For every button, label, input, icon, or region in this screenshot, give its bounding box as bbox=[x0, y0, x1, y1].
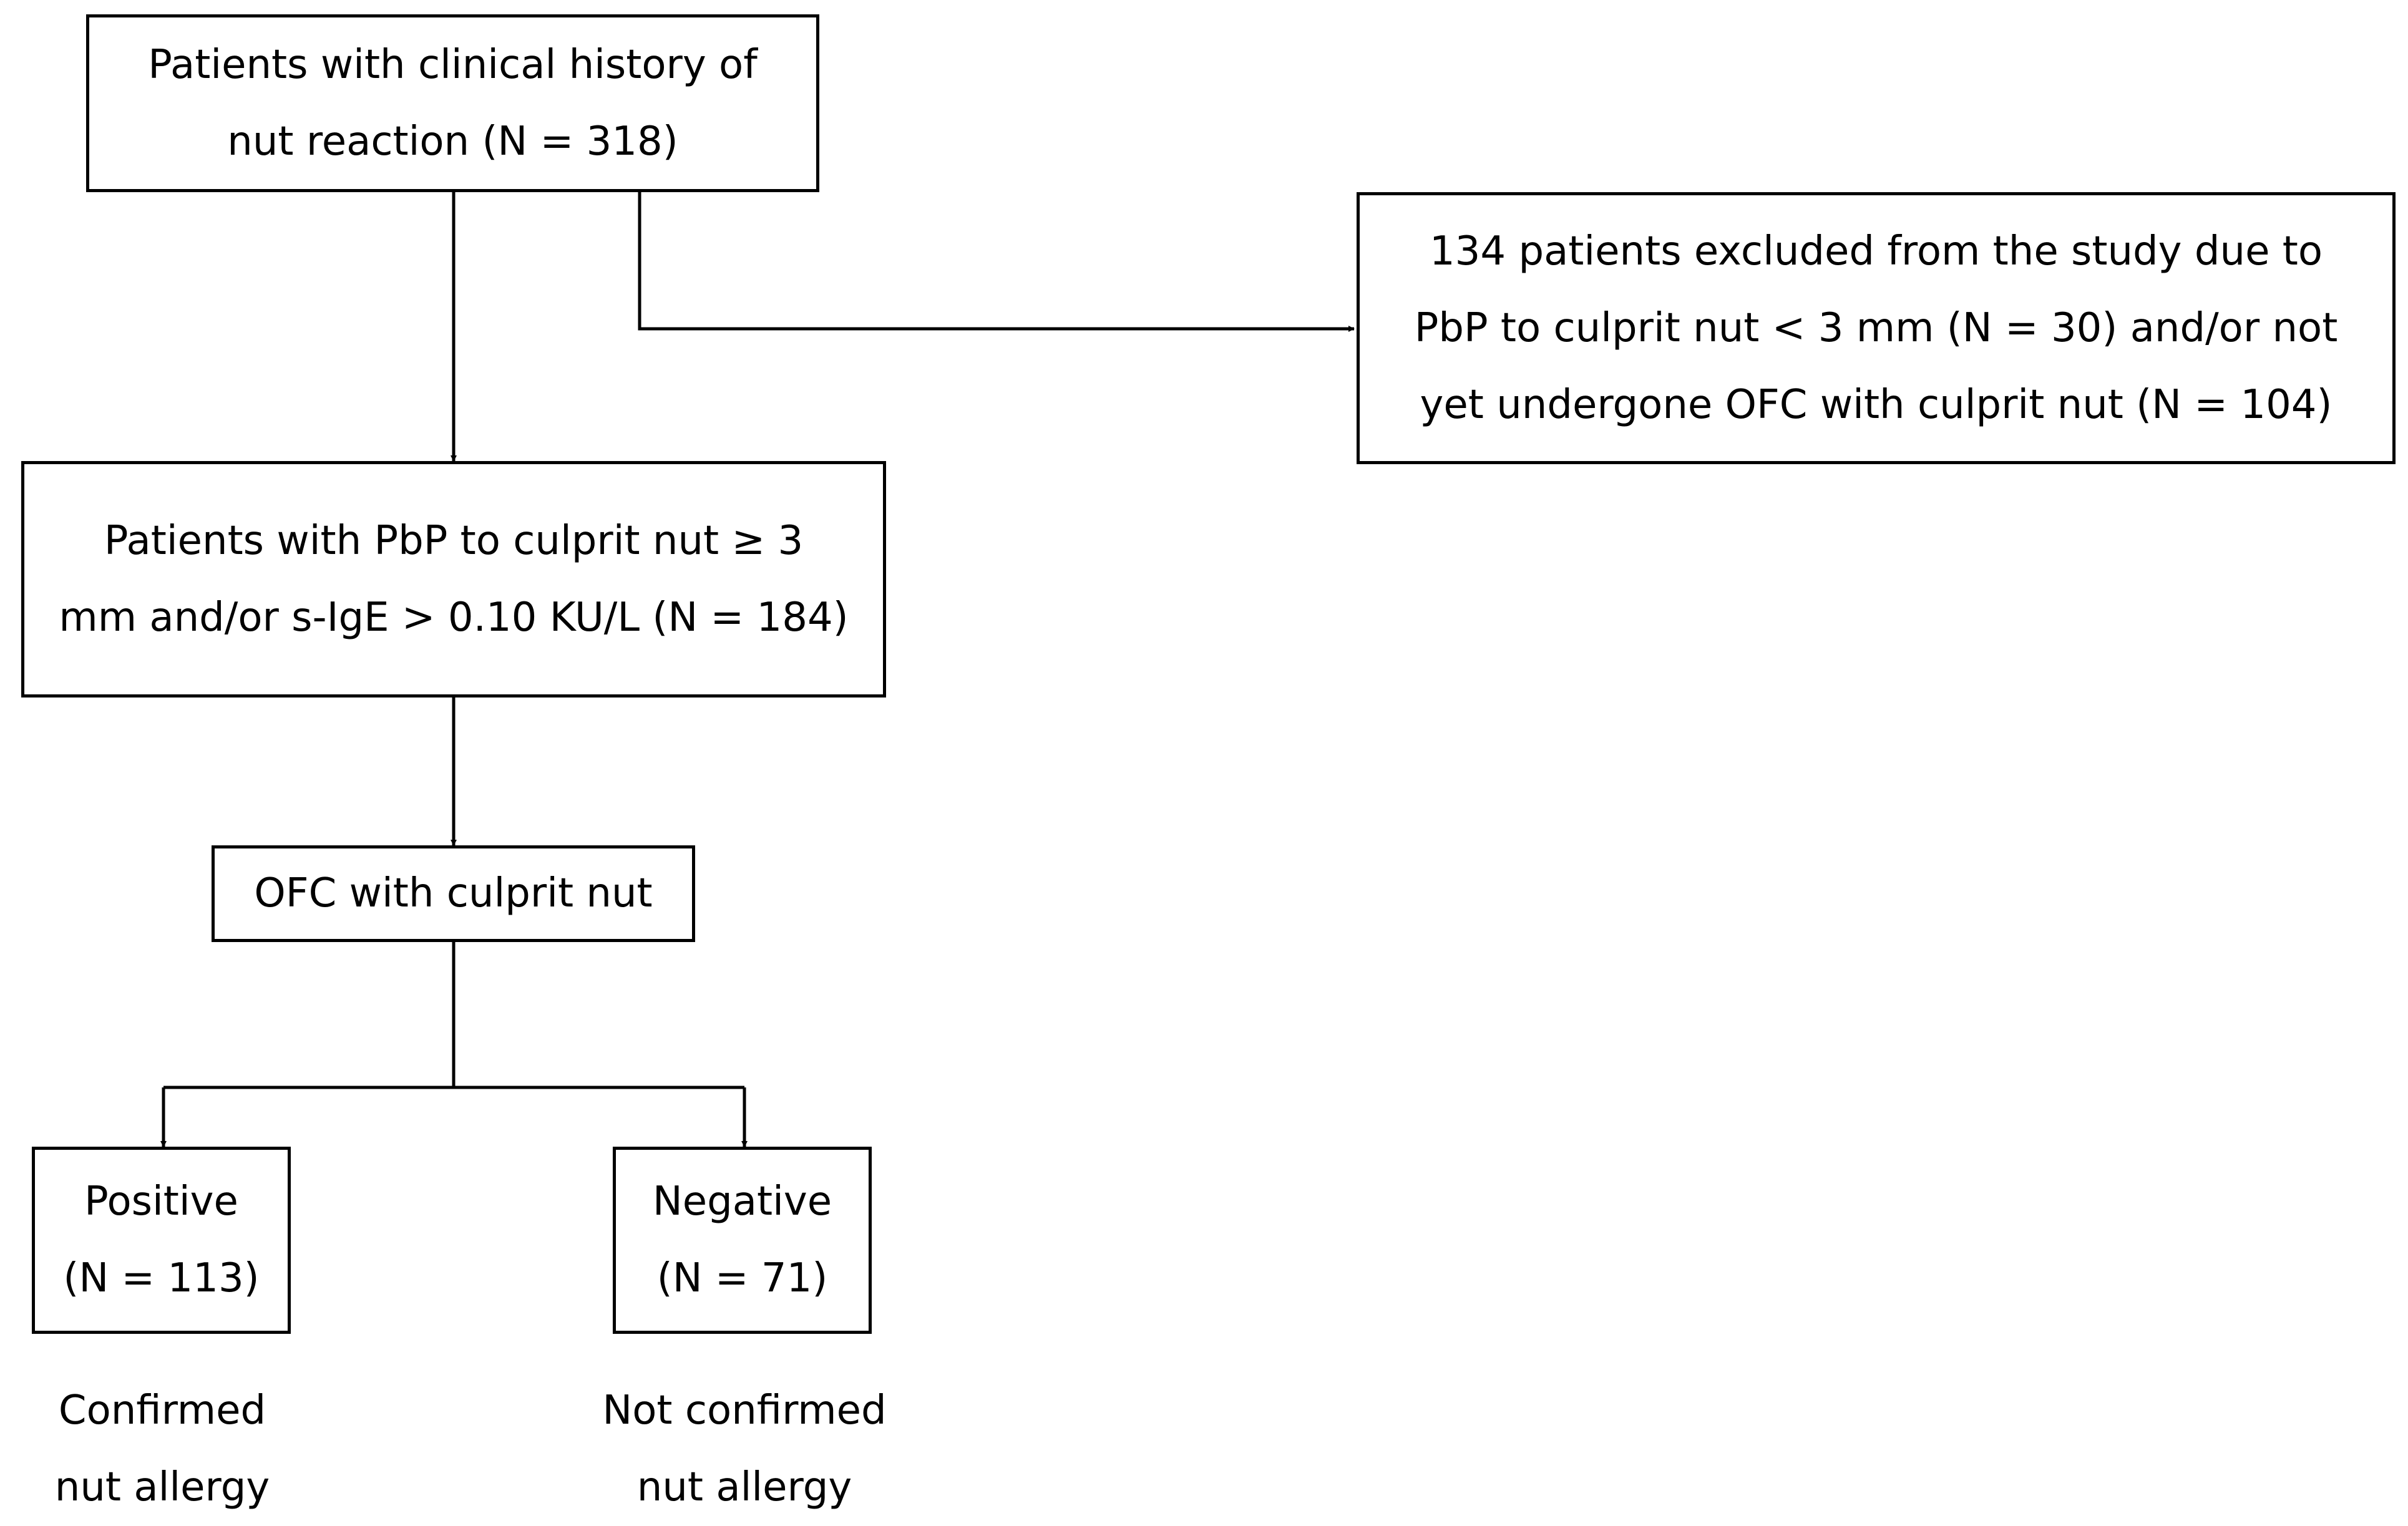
positive-box: Positive (N = 113) bbox=[32, 1147, 291, 1334]
excluded-line-1: 134 patients excluded from the study due… bbox=[1429, 228, 2323, 275]
positive-caption: Confirmed nut allergy bbox=[0, 1373, 324, 1526]
negative-caption: Not confirmed nut allergy bbox=[557, 1373, 932, 1526]
negative-line-2: (N = 71) bbox=[656, 1255, 828, 1301]
pbp-line-1: Patients with PbP to culprit nut ≥ 3 bbox=[104, 517, 804, 564]
excluded-line-2: PbP to culprit nut < 3 mm (N = 30) and/o… bbox=[1414, 304, 2338, 351]
positive-caption-line-2: nut allergy bbox=[54, 1464, 270, 1510]
positive-line-1: Positive bbox=[84, 1179, 238, 1225]
negative-line-1: Negative bbox=[652, 1179, 832, 1225]
ofc-box: OFC with culprit nut bbox=[212, 845, 695, 942]
negative-caption-line-2: nut allergy bbox=[636, 1464, 852, 1510]
history-line-2: nut reaction (N = 318) bbox=[227, 118, 678, 165]
history-line-1: Patients with clinical history of bbox=[148, 41, 758, 88]
excluded-line-3: yet undergone OFC with culprit nut (N = … bbox=[1420, 381, 2332, 428]
pbp-box: Patients with PbP to culprit nut ≥ 3 mm … bbox=[21, 461, 886, 697]
ofc-line-1: OFC with culprit nut bbox=[254, 870, 653, 916]
pbp-line-2: mm and/or s-IgE > 0.10 KU/L (N = 184) bbox=[59, 594, 849, 641]
positive-caption-line-1: Confirmed bbox=[58, 1387, 266, 1434]
positive-line-2: (N = 113) bbox=[63, 1255, 260, 1301]
negative-caption-line-1: Not confirmed bbox=[602, 1387, 887, 1434]
arrow-history-to-excluded bbox=[638, 192, 1355, 332]
excluded-box: 134 patients excluded from the study due… bbox=[1357, 192, 2396, 464]
history-box: Patients with clinical history of nut re… bbox=[86, 14, 819, 192]
negative-box: Negative (N = 71) bbox=[613, 1147, 872, 1334]
